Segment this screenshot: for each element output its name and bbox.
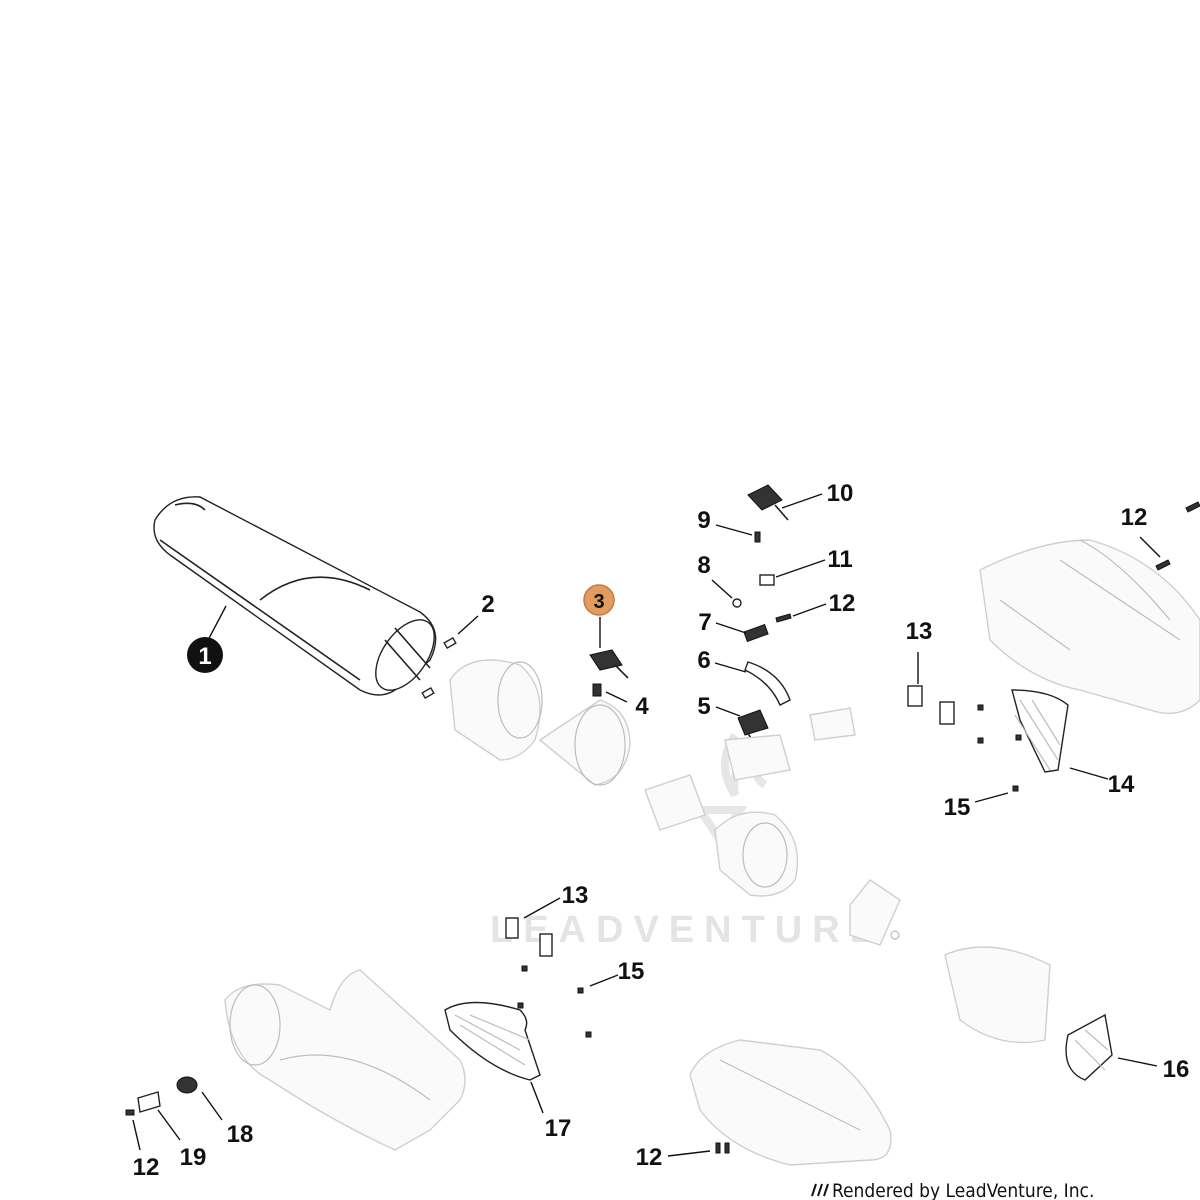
- part-18-button[interactable]: [176, 1076, 198, 1094]
- part-15-screws-lower[interactable]: [517, 965, 592, 1038]
- callout-9-label[interactable]: 9: [697, 507, 710, 534]
- callout-12c-label[interactable]: 12: [133, 1154, 160, 1181]
- part-2-clips[interactable]: [421, 636, 457, 700]
- part-3-lock-button[interactable]: [589, 649, 629, 679]
- callout-12a-label[interactable]: 12: [829, 590, 856, 617]
- part-17-grille[interactable]: [444, 1001, 541, 1081]
- part-16-grille[interactable]: [1065, 1013, 1113, 1081]
- callout-5-label[interactable]: 5: [697, 693, 710, 720]
- callout-14-label[interactable]: 14: [1108, 771, 1135, 798]
- part-4-spring[interactable]: [592, 683, 602, 697]
- motor-cone: [538, 699, 631, 786]
- callout-3[interactable]: 3: [583, 584, 615, 616]
- part-12-screw-b[interactable]: [1155, 559, 1171, 571]
- motor-assembly: [644, 707, 901, 946]
- callout-1-label: 1: [198, 643, 211, 670]
- part-19-bracket[interactable]: [137, 1091, 161, 1113]
- callout-10-label[interactable]: 10: [827, 480, 854, 507]
- rear-cover: [944, 946, 1051, 1044]
- callout-12d-label[interactable]: 12: [636, 1144, 663, 1171]
- part-6-trigger[interactable]: [744, 661, 791, 706]
- part-7-spring[interactable]: [743, 623, 769, 643]
- part-12-screws-bottom[interactable]: [715, 1142, 730, 1154]
- callout-2-label[interactable]: 2: [481, 591, 494, 618]
- callout-16-label[interactable]: 16: [1163, 1056, 1190, 1083]
- credit-text: Rendered by LeadVenture, Inc.: [832, 1180, 1094, 1200]
- callout-8-label[interactable]: 8: [697, 552, 710, 579]
- callout-4-label[interactable]: 4: [635, 693, 649, 720]
- leader-lines: [132, 493, 1161, 1157]
- callout-18-label[interactable]: 18: [227, 1121, 254, 1148]
- part-13-latch-upper[interactable]: [907, 685, 955, 725]
- callout-11-label[interactable]: 11: [827, 546, 852, 573]
- callout-12b-label[interactable]: 12: [1121, 504, 1148, 531]
- left-housing-half: [224, 969, 466, 1151]
- part-1-blower-tube[interactable]: [153, 496, 446, 701]
- callout-13a-label[interactable]: 13: [906, 618, 933, 645]
- watermark-text: LEADVENTURE: [490, 909, 885, 951]
- callout-19-label[interactable]: 19: [180, 1144, 207, 1171]
- callout-13b-label[interactable]: 13: [562, 882, 589, 909]
- callout-7-label[interactable]: 7: [698, 609, 711, 636]
- part-9-pin[interactable]: [754, 531, 761, 543]
- callout-15b-label[interactable]: 15: [618, 958, 645, 985]
- part-10-speed-knob[interactable]: [747, 484, 789, 521]
- callout-3-label: 3: [593, 591, 604, 613]
- part-15-screws-upper[interactable]: [977, 704, 1022, 792]
- callout-15a-label[interactable]: 15: [944, 794, 971, 821]
- part-12-screw-a[interactable]: [775, 613, 792, 623]
- callout-6-label[interactable]: 6: [697, 647, 710, 674]
- part-12-screw-c[interactable]: [125, 1109, 135, 1116]
- callout-1[interactable]: 1: [187, 637, 223, 673]
- part-12-screw-d[interactable]: [1185, 501, 1200, 513]
- part-13-latch-lower[interactable]: [505, 917, 553, 957]
- callout-17-label[interactable]: 17: [545, 1115, 572, 1142]
- part-14-grille[interactable]: [1011, 689, 1069, 773]
- filter-cylinder: [449, 659, 543, 761]
- battery-tray: [689, 1039, 892, 1166]
- part-11-block[interactable]: [759, 574, 775, 586]
- credit-mark: Rendered by LeadVenture, Inc.: [811, 1180, 1094, 1200]
- part-8-washer[interactable]: [732, 598, 742, 608]
